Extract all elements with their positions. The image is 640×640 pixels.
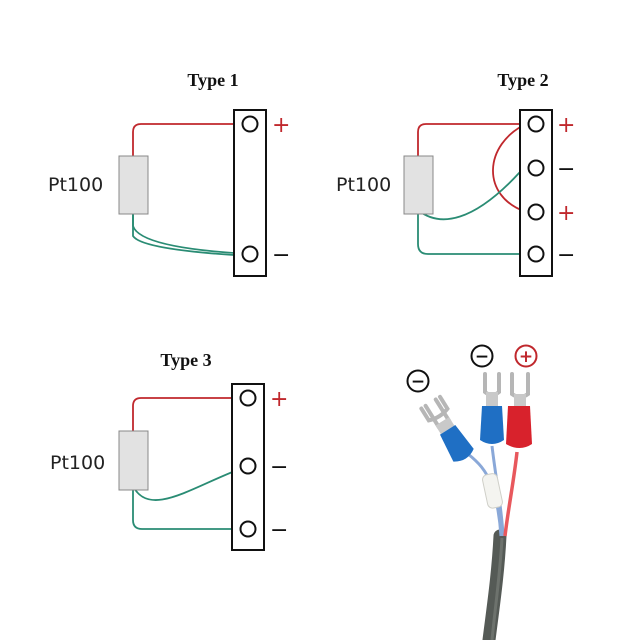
type3-green-wire-inner xyxy=(132,465,249,501)
type1-diagram: Type 1 Pt100 + − xyxy=(48,70,290,277)
polarity-badge-middle: − xyxy=(470,344,494,368)
type1-red-wire xyxy=(132,123,240,158)
type2-plus-symbol-2: + xyxy=(557,201,575,226)
type2-pt100-sensor xyxy=(403,155,434,215)
type2-green-wire-outer xyxy=(417,214,536,255)
blue-insulation-left xyxy=(440,425,474,462)
type2-minus-symbol-1: − xyxy=(557,157,575,182)
type1-green-wire-inner xyxy=(132,214,251,257)
polarity-badge-right: + xyxy=(514,344,538,368)
minus-circle-icon-left xyxy=(406,369,430,393)
type3-plus-symbol: + xyxy=(270,387,288,412)
type3-pt100-sensor xyxy=(118,430,149,491)
type3-title: Type 3 xyxy=(160,350,211,370)
type1-pt100-sensor xyxy=(118,155,149,215)
heat-shrink-sleeve xyxy=(482,473,503,509)
polarity-badge-left-symbol: − xyxy=(411,372,425,392)
type3-minus-symbol-2: − xyxy=(270,518,288,543)
type3-terminal-2 xyxy=(239,457,257,475)
type2-terminal-3 xyxy=(527,203,545,221)
type1-terminal-1 xyxy=(241,115,259,133)
type3-diagram: Type 3 Pt100 + − − xyxy=(50,350,288,551)
type1-title: Type 1 xyxy=(187,70,238,90)
type2-diagram: Type 2 Pt100 + − + − xyxy=(336,70,575,277)
plus-circle-icon-right xyxy=(514,344,538,368)
type3-terminal-1 xyxy=(239,389,257,407)
type2-plus-symbol-1: + xyxy=(557,113,575,138)
type2-terminal-2 xyxy=(527,159,545,177)
lead-wires-illustration: − − + xyxy=(406,344,538,640)
red-wire xyxy=(503,451,519,537)
type2-terminal-4 xyxy=(527,245,545,263)
blue-spade-terminal-left xyxy=(419,394,474,462)
type2-title: Type 2 xyxy=(497,70,548,90)
polarity-badge-right-symbol: + xyxy=(519,347,533,367)
type1-sensor-label: Pt100 xyxy=(48,174,103,196)
type2-sensor-label: Pt100 xyxy=(336,174,391,196)
red-spade-terminal-right xyxy=(506,372,532,448)
type1-terminal-2 xyxy=(241,245,259,263)
blue-insulation-middle xyxy=(480,406,504,444)
red-insulation-right xyxy=(506,406,532,448)
type2-red-bridge xyxy=(492,123,527,213)
type3-sensor-label: Pt100 xyxy=(50,452,105,474)
type3-minus-symbol-1: − xyxy=(270,455,288,480)
type2-green-wire-inner xyxy=(417,171,521,221)
type2-minus-symbol-2: − xyxy=(557,243,575,268)
type1-minus-symbol: − xyxy=(272,243,290,268)
type3-red-wire xyxy=(132,397,248,432)
type3-green-wire-outer xyxy=(132,486,248,530)
polarity-badge-middle-symbol: − xyxy=(475,347,489,367)
sensor-cable xyxy=(482,529,507,640)
type3-terminal-3 xyxy=(239,520,257,538)
sensor-cable-highlight xyxy=(490,537,504,640)
polarity-badge-left: − xyxy=(406,369,430,393)
type1-green-wire-outer xyxy=(132,214,251,255)
type1-plus-symbol: + xyxy=(272,113,290,138)
minus-circle-icon-middle xyxy=(470,344,494,368)
type2-terminal-1 xyxy=(527,115,545,133)
type2-red-wire xyxy=(417,123,526,156)
blue-spade-terminal-middle xyxy=(480,372,504,444)
